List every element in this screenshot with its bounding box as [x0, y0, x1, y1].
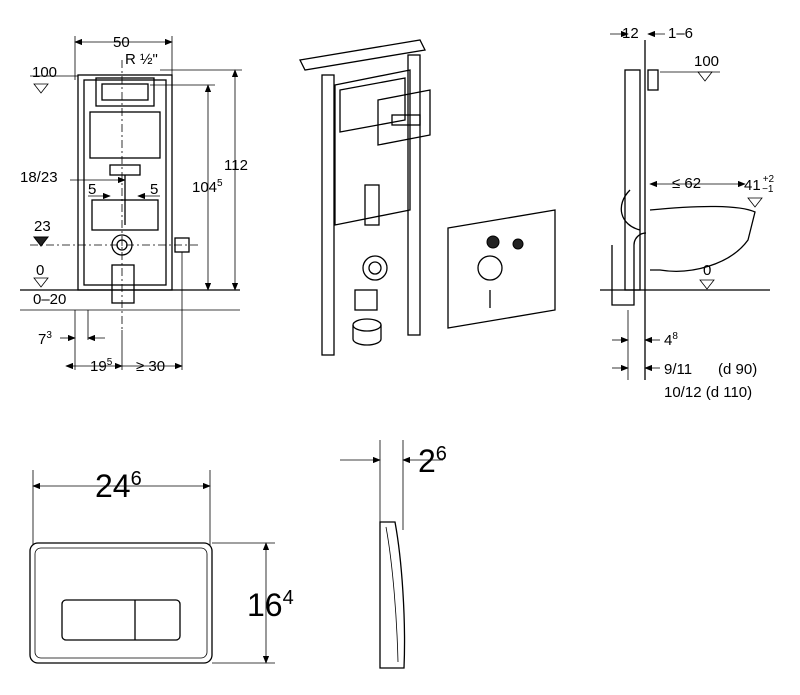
side-view-frame: [600, 30, 770, 380]
flush-plate-side: [340, 440, 443, 669]
seat-height-label: 41+2−1: [744, 174, 775, 195]
max-depth-label: ≤ 62: [672, 175, 701, 192]
offset-right-label: 5: [150, 181, 158, 198]
plate-depth-label: 26: [418, 443, 447, 479]
level-23-label: 23: [34, 218, 51, 235]
pipe-small-diameter-label: (d 90): [718, 361, 757, 378]
leg-base-label: 73: [38, 330, 52, 348]
min-distance-label: ≥ 30: [136, 358, 165, 375]
height-label: 1045: [192, 178, 223, 196]
level-100-label: 100: [32, 64, 57, 81]
plate-height-label: 164: [247, 587, 294, 623]
pipe-large-label: 10/12 (d 110): [664, 384, 752, 401]
pipe-offset-label: 48: [664, 331, 678, 349]
thread-label: R ½": [125, 51, 158, 68]
side-level-100-label: 100: [694, 53, 719, 70]
width-label: 50: [113, 34, 130, 51]
depth-label: 12: [622, 25, 639, 42]
offset-left-label: 5: [88, 181, 96, 198]
total-height-label: 112: [224, 157, 248, 174]
pipe-small-label: 9/11: [664, 361, 692, 378]
pipe-height-label: 18/23: [20, 169, 58, 186]
floor-range-label: 0–20: [33, 291, 66, 308]
flush-plate-front: [29, 470, 275, 664]
plate-width-label: 246: [95, 468, 142, 504]
wall-range-label: 1–6: [668, 25, 693, 42]
side-level-0-label: 0: [703, 262, 711, 279]
level-0-label: 0: [36, 262, 44, 279]
isometric-frame-illustration: [299, 39, 556, 356]
center-distance-label: 195: [90, 357, 113, 375]
front-view-frame: [20, 36, 242, 370]
